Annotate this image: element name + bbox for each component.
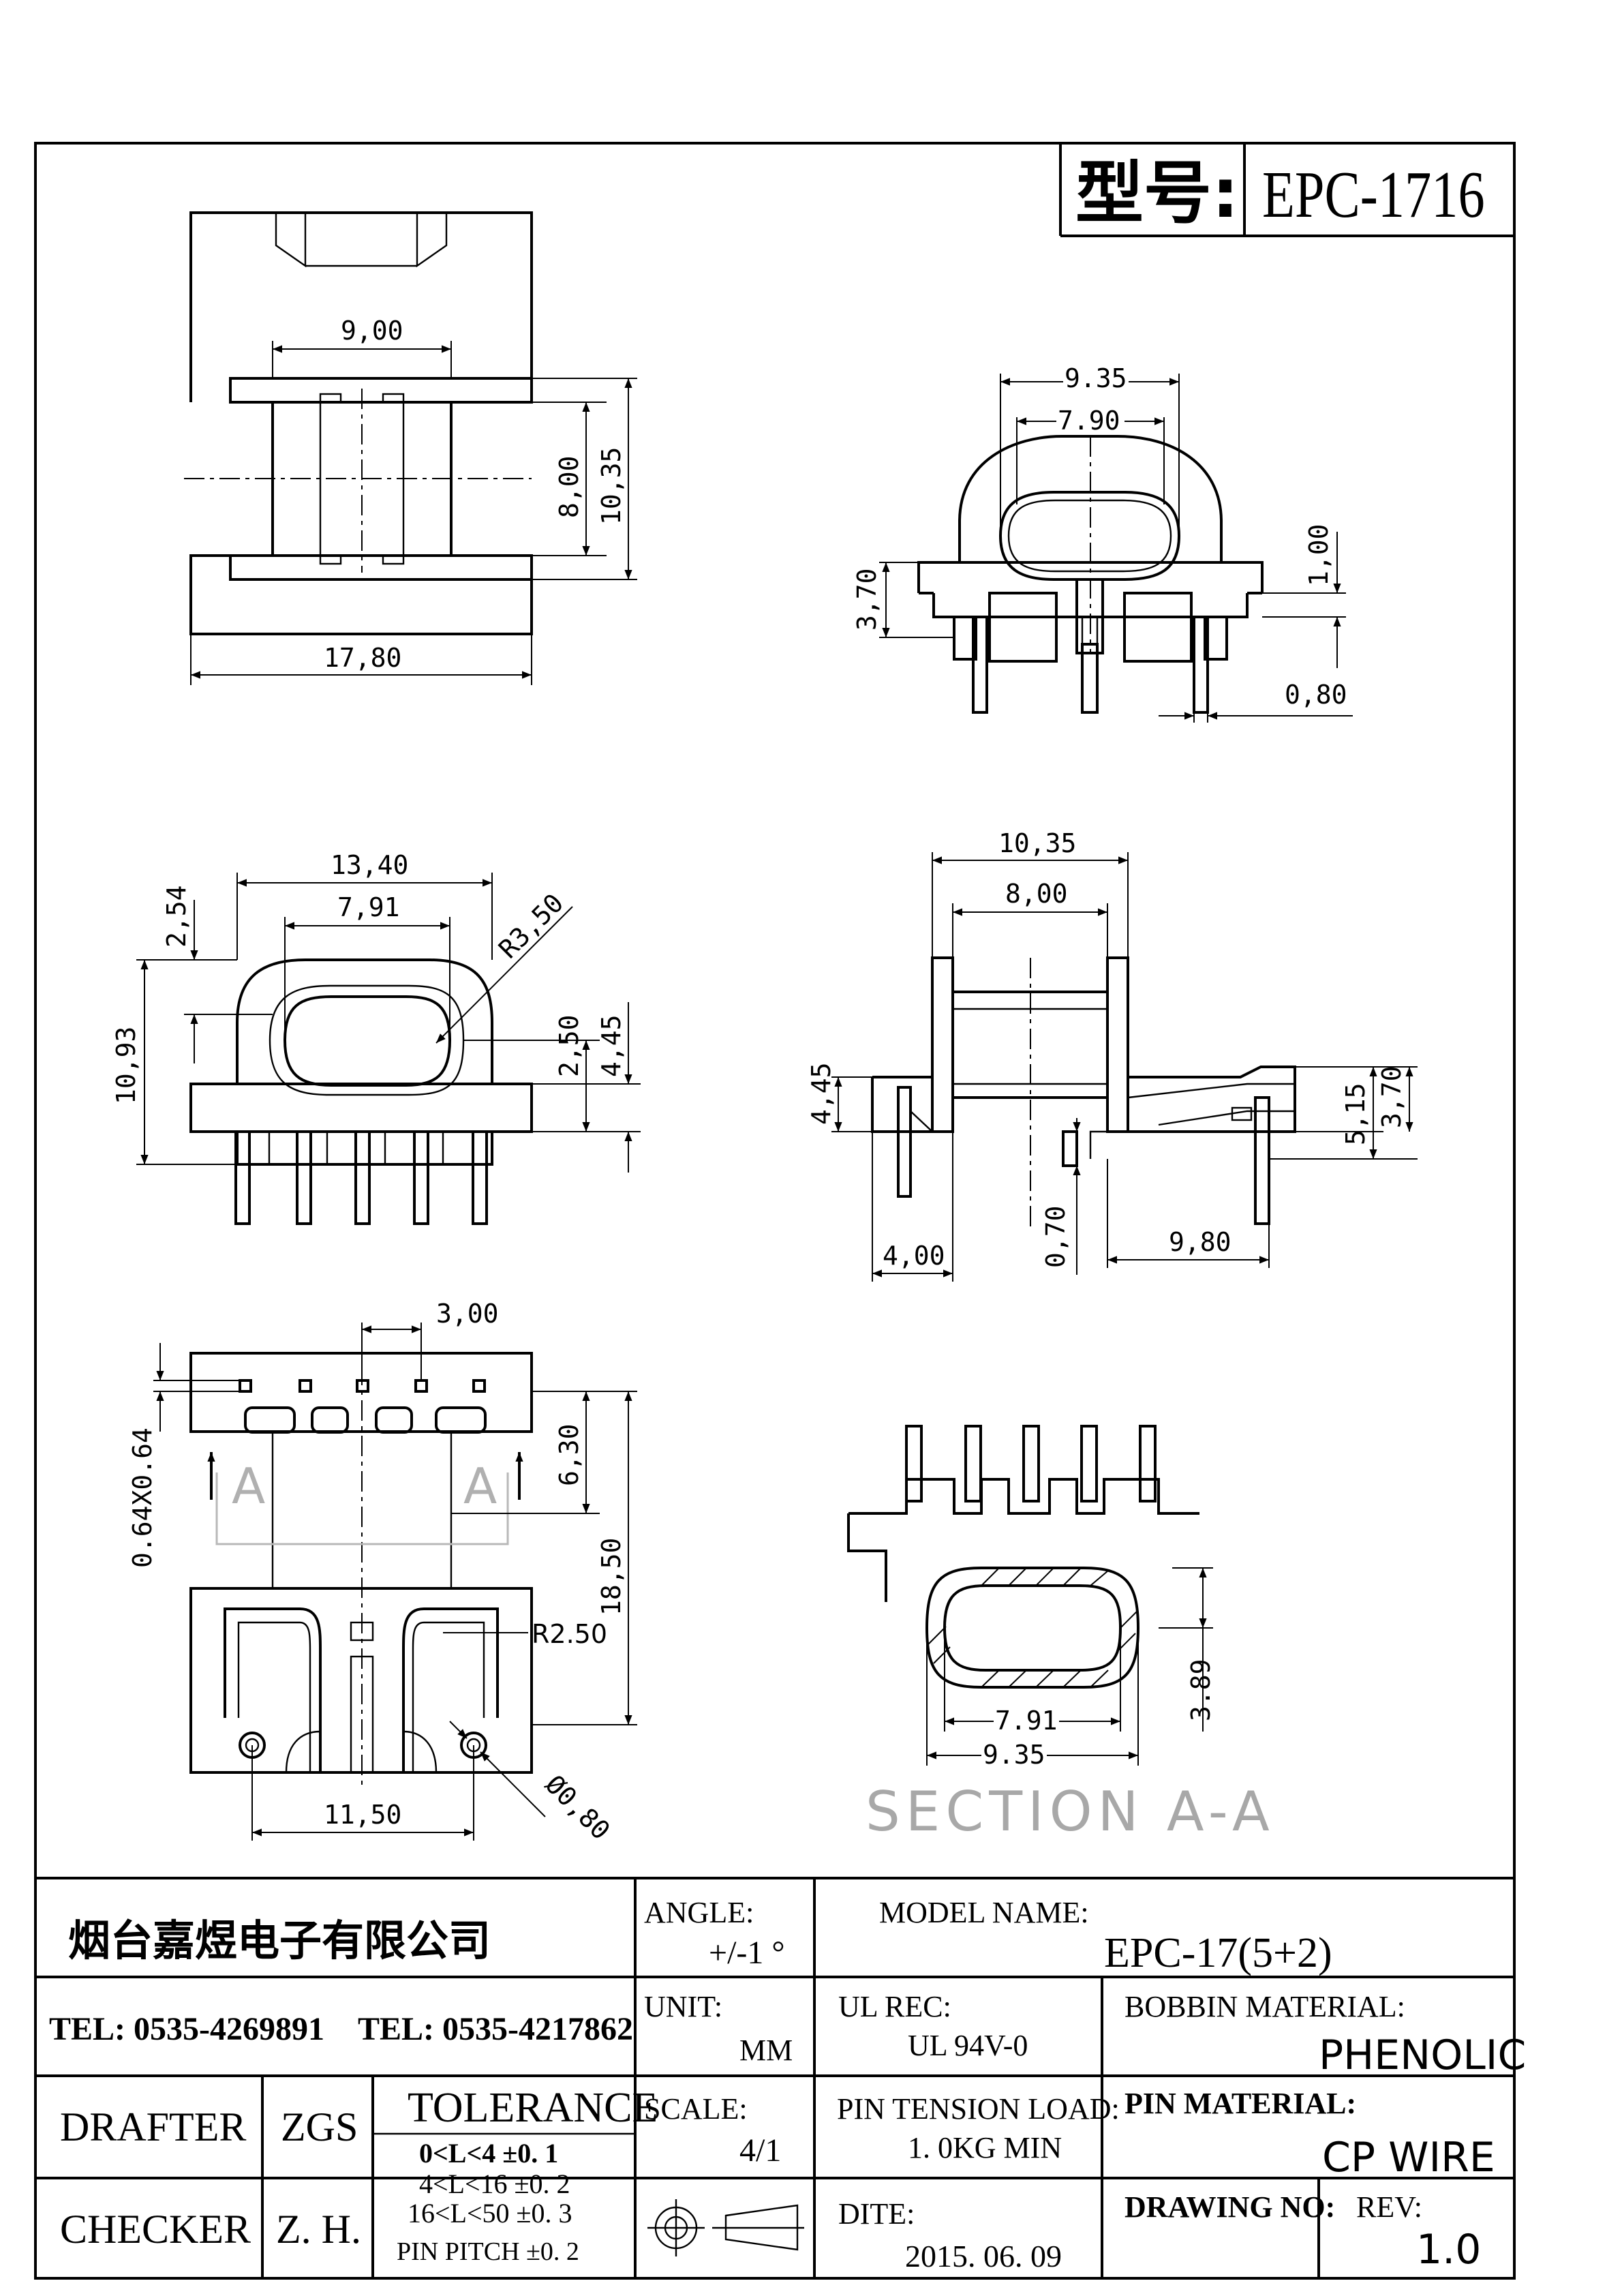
top-view: 9,00 8,00 10,35 17,80	[184, 211, 637, 685]
dim-front-10-93: 10,93	[111, 1027, 141, 1104]
dim-section-3-89: 3.89	[1186, 1659, 1216, 1721]
date-label: DITE:	[838, 2197, 915, 2231]
tolerance-row-3: 16<L<50 ±0. 3	[408, 2198, 572, 2229]
dim-side-9-35: 9.35	[1065, 363, 1127, 393]
model-label: 型号:	[1075, 153, 1239, 233]
model-name-label: MODEL NAME:	[879, 1896, 1089, 1929]
dim-bottom-6-30: 6,30	[554, 1423, 584, 1486]
section-mark-left: A	[232, 1457, 265, 1515]
dim-right-4-00: 4,00	[883, 1241, 945, 1271]
ul-value: UL 94V-0	[908, 2029, 1028, 2062]
pin-material-label: PIN MATERIAL:	[1124, 2087, 1356, 2120]
dim-right-8-00: 8,00	[1005, 879, 1068, 909]
dim-front-13-40: 13,40	[331, 850, 408, 880]
pin-material-value: CP WIRE	[1322, 2134, 1495, 2181]
dim-top-10-35: 10,35	[596, 447, 626, 525]
dim-front-4-45: 4,45	[596, 1014, 626, 1077]
rev-label: REV:	[1356, 2190, 1422, 2224]
dim-right-10-35: 10,35	[998, 828, 1076, 858]
angle-value: +/-1 °	[709, 1935, 785, 1971]
section-title: SECTION A-A	[866, 1780, 1275, 1843]
rev-value: 1.0	[1416, 2226, 1481, 2274]
drawing-no-label: DRAWING NO:	[1124, 2190, 1335, 2224]
company-name: 烟台嘉煜电子有限公司	[68, 1916, 491, 1965]
section-hatch	[928, 1567, 1137, 1688]
checker-value: Z. H.	[276, 2207, 361, 2252]
angle-label: ANGLE:	[644, 1896, 754, 1929]
scale-label: SCALE:	[644, 2092, 748, 2126]
section-view: 7.91 9.35 3.89 SECTION A-A	[847, 1425, 1275, 1843]
unit-label: UNIT:	[644, 1990, 722, 2023]
unit-value: MM	[739, 2034, 793, 2067]
side-view: 9.35 7.90 1,00 3,70 0,80	[852, 363, 1353, 723]
tension-value: 1. 0KG MIN	[908, 2131, 1062, 2164]
dim-side-3-70: 3,70	[852, 568, 882, 631]
dim-right-0-70: 0,70	[1041, 1205, 1071, 1268]
bobbin-label: BOBBIN MATERIAL:	[1124, 1990, 1405, 2023]
dim-bottom-dia-0-80: Ø0,80	[540, 1769, 616, 1845]
model-name-value: EPC-17(5+2)	[1104, 1930, 1332, 1976]
pin-pitch: PIN PITCH ±0. 2	[397, 2237, 579, 2266]
dim-front-2-50: 2,50	[554, 1014, 584, 1077]
header-model-box: 型号: EPC-1716	[1059, 143, 1514, 237]
drafter-label: DRAFTER	[60, 2104, 246, 2149]
model-value: EPC-1716	[1262, 158, 1485, 232]
dim-right-3-70: 3,70	[1377, 1066, 1407, 1128]
dim-top-9-00: 9,00	[341, 316, 403, 346]
dim-top-8-00: 8,00	[554, 455, 584, 518]
title-block: 烟台嘉煜电子有限公司 TEL: 0535-4269891 TEL: 0535-4…	[35, 1877, 1526, 2278]
dim-side-7-90: 7.90	[1058, 406, 1120, 436]
tel-2: TEL: 0535-4217862	[358, 2011, 633, 2047]
dim-side-1-00: 1,00	[1304, 524, 1334, 586]
dim-side-0-80: 0,80	[1285, 680, 1347, 710]
dim-front-2-54: 2,54	[162, 885, 192, 948]
dim-bottom-r2-50: R2.50	[532, 1619, 607, 1649]
dim-bottom-3-00: 3,00	[436, 1299, 499, 1329]
right-view: 10,35 8,00 4,45 5,15 3,70 0,70 4,00 9,80	[806, 828, 1418, 1282]
tel-1: TEL: 0535-4269891	[49, 2011, 324, 2047]
dim-section-7-91: 7.91	[995, 1706, 1058, 1736]
section-mark-right: A	[463, 1457, 497, 1515]
front-view: 13,40 7,91 2,54 R3,50 2,50 4,45 10,93	[111, 850, 641, 1225]
bottom-view: A A 3,00 0.64X0.64 6,30 18,50	[127, 1299, 637, 1845]
dim-right-4-45: 4,45	[806, 1062, 836, 1125]
scale-value: 4/1	[739, 2132, 781, 2169]
dim-front-r3-50: R3,50	[493, 888, 569, 964]
projection-symbol-icon	[647, 2199, 804, 2256]
dim-right-5-15: 5,15	[1341, 1083, 1371, 1145]
ul-label: UL REC:	[838, 1990, 951, 2023]
dim-bottom-18-50: 18,50	[596, 1538, 626, 1616]
dim-top-17-80: 17,80	[324, 643, 401, 673]
date-value: 2015. 06. 09	[905, 2239, 1062, 2274]
dim-right-9-80: 9,80	[1169, 1227, 1231, 1257]
tolerance-title: TOLERANCE	[408, 2085, 658, 2131]
dim-front-7-91: 7,91	[337, 892, 400, 922]
tolerance-row-1: 0<L<4 ±0. 1	[419, 2138, 558, 2169]
dim-section-9-35: 9.35	[983, 1740, 1045, 1770]
dim-bottom-11-50: 11,50	[324, 1800, 401, 1830]
drafter-value: ZGS	[281, 2104, 358, 2149]
sheet-border	[34, 142, 1516, 2280]
dim-bottom-0-64x0-64: 0.64X0.64	[127, 1428, 157, 1568]
tolerance-row-2: 4<L<16 ±0. 2	[419, 2169, 570, 2199]
checker-label: CHECKER	[60, 2207, 251, 2252]
tension-label: PIN TENSION LOAD:	[837, 2092, 1120, 2126]
bobbin-value: PHENOLIC	[1319, 2031, 1526, 2079]
